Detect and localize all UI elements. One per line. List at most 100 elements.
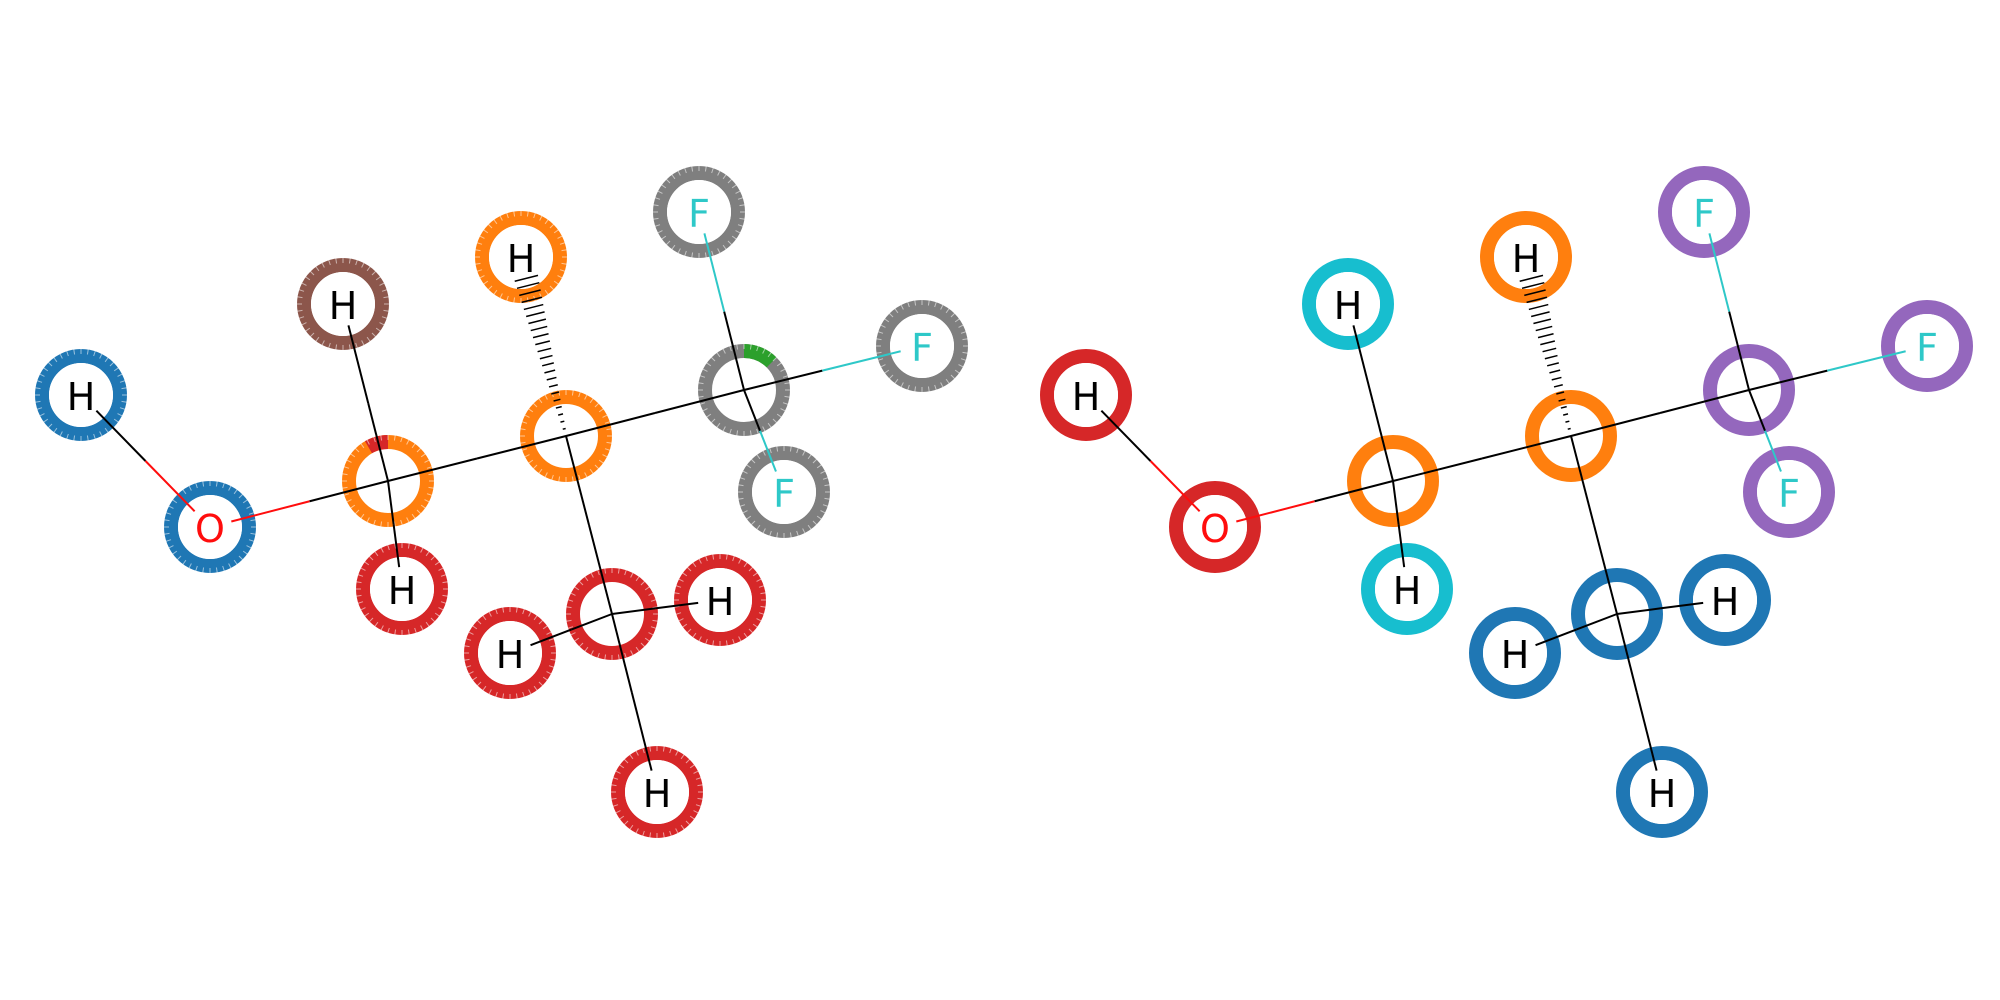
ring-tick	[635, 576, 640, 582]
ring-tick	[406, 439, 410, 445]
ring-tick	[606, 428, 613, 431]
atom-label-h1: H	[1072, 375, 1101, 419]
ring-tick	[364, 612, 370, 617]
ring-tick	[739, 504, 746, 507]
ring-tick	[589, 468, 594, 474]
ring-tick	[630, 650, 634, 656]
ring-tick	[360, 607, 366, 611]
ring-tick	[375, 276, 381, 281]
ring-tick	[722, 174, 727, 180]
ring-tick	[380, 521, 383, 528]
ring-tick	[820, 470, 826, 474]
ring-tick	[549, 223, 555, 229]
ring-tick	[945, 378, 950, 384]
ring-tick	[233, 489, 238, 495]
ring-tick	[424, 499, 430, 503]
ring-tick	[712, 640, 715, 647]
atom-label-o: O	[195, 507, 225, 551]
ring-tick	[684, 167, 687, 174]
ring-tick	[416, 447, 422, 453]
atom-ring-h5	[463, 606, 557, 700]
ring-tick	[571, 389, 574, 396]
bond-c4-f1	[1708, 233, 1750, 391]
ring-tick	[465, 665, 472, 668]
ring-tick	[341, 473, 348, 476]
bonds	[95, 233, 901, 771]
ring-tick	[594, 464, 600, 470]
bond-o-c1	[1236, 480, 1394, 523]
wedge-hash	[1535, 325, 1553, 332]
atom-label-h5: H	[1501, 633, 1530, 677]
ring-tick	[748, 566, 754, 572]
ring-tick	[784, 382, 791, 385]
ring-tick	[528, 611, 532, 617]
bond-half	[723, 311, 745, 391]
ring-tick	[39, 413, 45, 417]
bond-c2-h4	[1519, 274, 1573, 437]
ring-tick	[635, 646, 640, 652]
ring-tick	[888, 374, 894, 380]
atom-ring-c3	[1571, 568, 1663, 660]
ring-tick	[691, 252, 694, 259]
ring-tick	[680, 754, 685, 760]
wedge-hash	[555, 405, 562, 409]
ring-tick	[776, 445, 779, 452]
ring-tick	[574, 637, 580, 642]
ring-tick	[34, 387, 41, 390]
ring-tick	[550, 658, 557, 661]
bond-c3-h6	[1616, 601, 1704, 615]
ring-tick	[544, 219, 549, 225]
ring-tick	[635, 828, 639, 834]
ring-tick	[695, 777, 702, 780]
ring-f1	[1658, 166, 1750, 258]
ring-tick	[716, 352, 721, 358]
ring-tick	[680, 824, 685, 830]
ring-tick	[348, 344, 351, 351]
wedge-hash	[544, 369, 556, 374]
wedge-hash	[1524, 289, 1546, 297]
ring-h1	[35, 349, 127, 441]
ring-tick	[698, 558, 702, 564]
ring-tick	[772, 356, 778, 362]
ring-tick	[914, 299, 917, 306]
wedge-hash	[516, 281, 540, 290]
ring-tick	[812, 520, 818, 526]
atom-ring-f2	[875, 299, 969, 393]
bond-half	[1764, 430, 1782, 472]
ring-tick	[877, 331, 884, 334]
ring-tick	[442, 581, 449, 584]
ring-tick	[434, 612, 440, 617]
ring-tick	[914, 386, 917, 393]
label-background	[1316, 272, 1380, 336]
ring-tick	[188, 563, 192, 569]
ring-tick	[907, 384, 910, 391]
ring-tick	[172, 550, 178, 555]
ring-tick	[544, 472, 548, 478]
ring-tick	[689, 815, 695, 820]
bond-half	[1575, 613, 1618, 631]
ring-tick	[749, 430, 752, 437]
ring-tick	[769, 447, 772, 454]
bond-c4-f3	[743, 389, 777, 472]
ring-tick	[686, 566, 692, 572]
ring-tick	[542, 625, 548, 630]
ring-tick	[465, 638, 472, 641]
ring-tick	[487, 223, 493, 229]
ring-tick	[346, 499, 352, 503]
wedge-hash	[560, 420, 565, 423]
ring-tick	[731, 184, 737, 189]
atom-label-h7: H	[1648, 772, 1677, 816]
ring-tick	[538, 468, 543, 474]
ring-tick	[565, 606, 572, 609]
ring-tick	[571, 476, 574, 483]
ring-h6	[674, 554, 766, 646]
bond-c4-f3	[1748, 389, 1782, 472]
ring-tick	[756, 454, 761, 460]
label-background	[1375, 557, 1439, 621]
wedge-hash	[1530, 311, 1550, 318]
ring-tick	[321, 262, 325, 268]
ring-tick	[877, 358, 884, 361]
bond-c1-h3	[1392, 480, 1406, 568]
bond-o-c1	[231, 480, 389, 523]
